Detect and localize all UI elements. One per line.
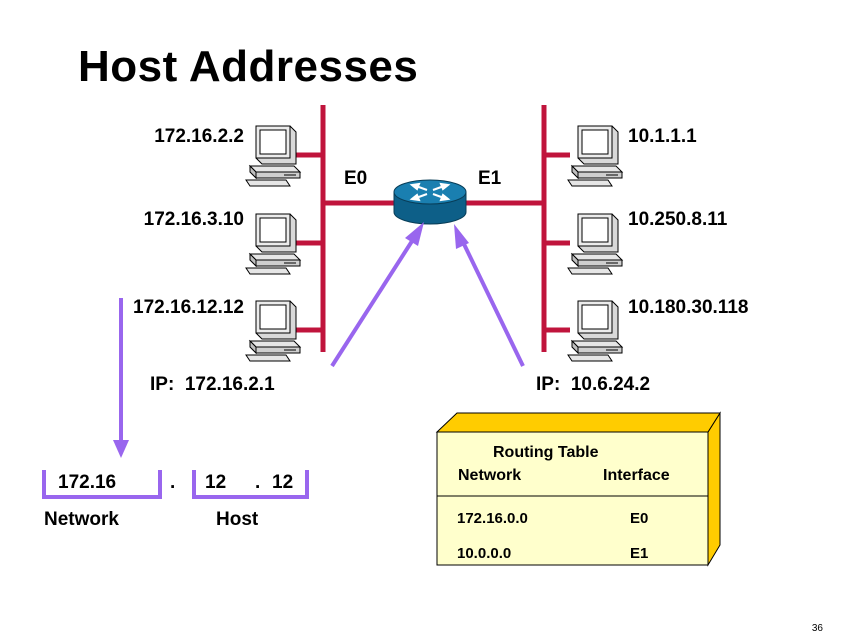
arrow-e1-ip [460,239,525,367]
routing-table-row-interface: E0 [630,510,649,527]
right-host-ip-2: 10.250.8.11 [628,209,728,230]
routing-table-row-network: 172.16.0.0 [457,510,528,527]
separator-dot: . [170,472,176,493]
computer-icon [567,300,623,362]
host-octet-1: 12 [205,472,227,493]
routing-table-row-network: 10.0.0.0 [457,545,512,562]
page-number: 36 [811,623,823,634]
computer-icon [245,125,301,187]
computer-icon [245,300,301,362]
routing-table-box [435,411,721,567]
host-bracket [192,470,309,499]
routing-table-header-network: Network [458,467,522,484]
computer-icon [567,125,623,187]
e1-ip-address: IP: 10.6.24.2 [536,374,651,395]
arrow-e0-ip [330,236,416,368]
routing-table-header-interface: Interface [603,467,670,484]
network-bracket [42,470,162,499]
routing-table-row-interface: E1 [630,545,649,562]
right-host-ip-1: 10.1.1.1 [628,126,697,147]
routing-table-title: Routing Table [493,444,599,461]
interface-e1-label: E1 [478,168,502,189]
e0-ip-address: IP: 172.16.2.1 [150,374,275,395]
computer-icon [567,213,623,275]
right-host-ip-3: 10.180.30.118 [628,297,749,318]
left-host-ip-3: 172.16.12.12 [133,297,244,318]
interface-e0-label: E0 [344,168,368,189]
separator-dot: . [255,472,261,493]
left-host-ip-1: 172.16.2.2 [154,126,244,147]
host-octet-2: 12 [272,472,294,493]
page-title: Host Addresses [78,42,419,91]
host-label: Host [216,509,259,530]
network-label: Network [44,509,119,530]
left-host-ip-2: 172.16.3.10 [143,209,244,230]
router-icon [393,179,467,225]
network-portion: 172.16 [58,472,117,493]
computer-icon [245,213,301,275]
